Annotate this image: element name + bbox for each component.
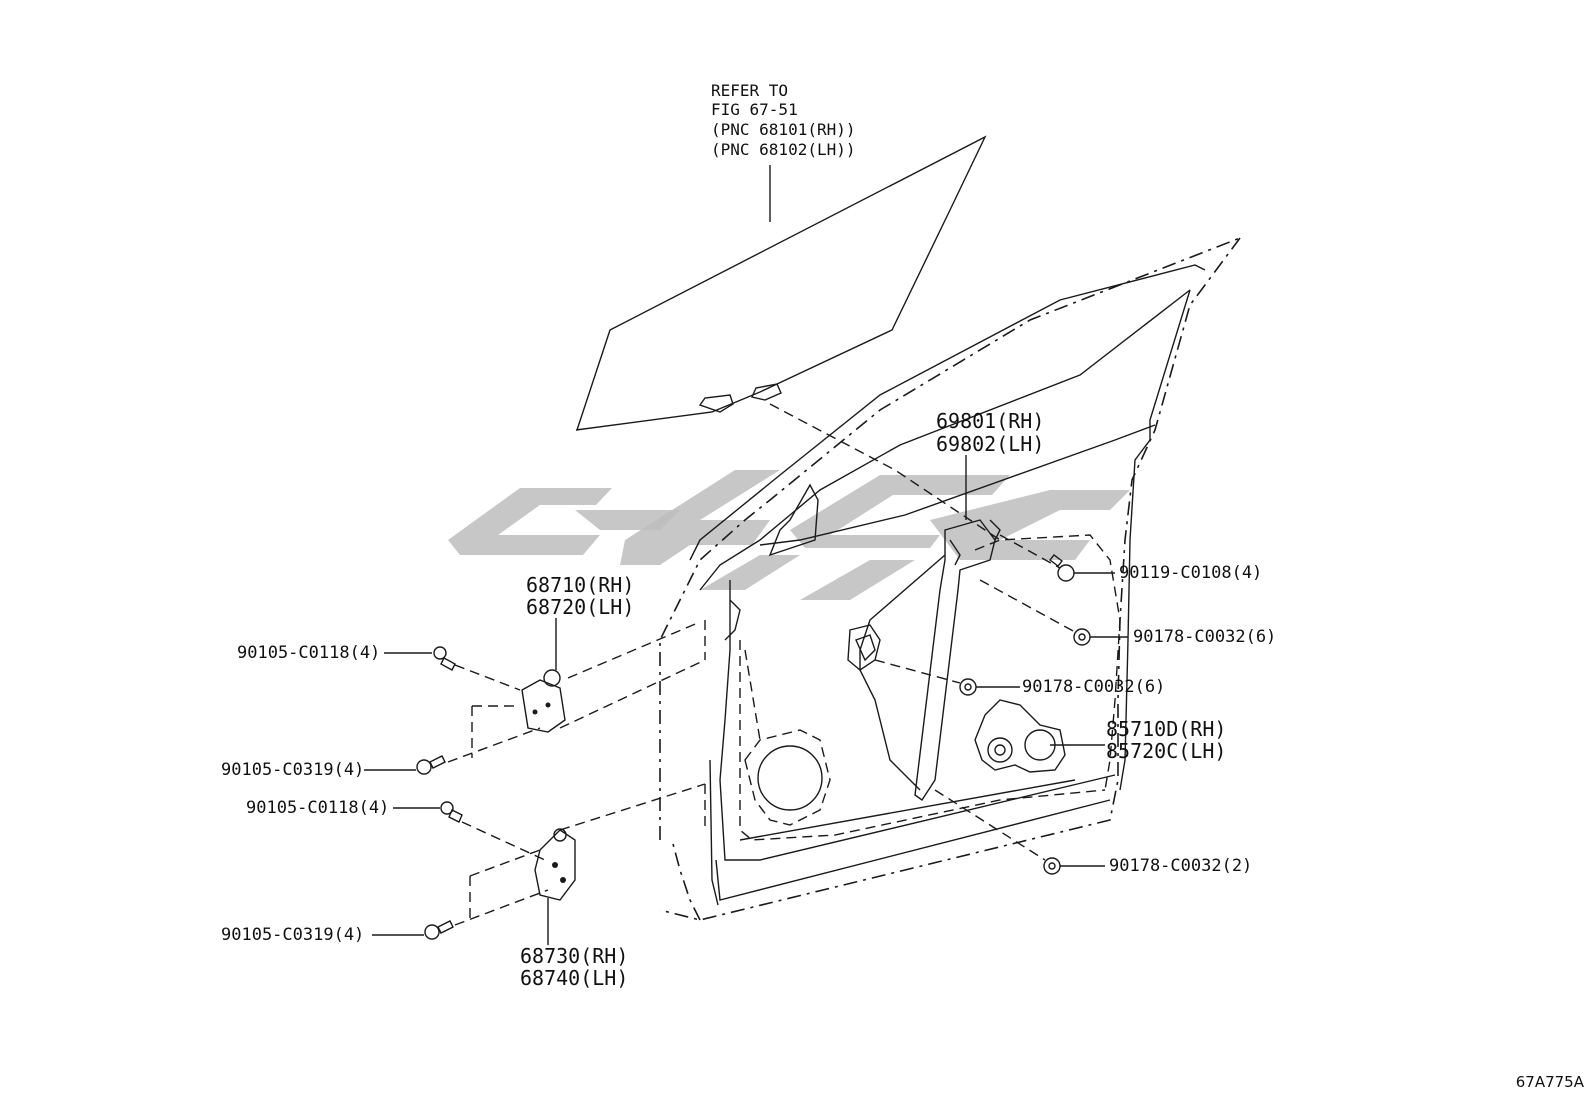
refer-note-line4: (PNC 68102(LH)) [711, 140, 856, 159]
upper-hinge [521, 618, 566, 733]
bolt-upper-2 [364, 755, 446, 775]
lower-hinge [534, 828, 576, 945]
refer-note-line2: FIG 67-51 [711, 100, 798, 119]
callout-bolt-lower-2: 90105-C0319(4) [221, 925, 365, 945]
callout-regulator-rh: 69801(RH) [936, 409, 1045, 433]
window-glass [575, 135, 987, 431]
callout-lower-hinge-lh: 68740(LH) [520, 966, 629, 990]
callout-nut-1: 90178-C0032(6) [1133, 627, 1277, 647]
bolt-upper-1 [384, 646, 456, 671]
callout-motor-rh: 85710D(RH) [1106, 717, 1227, 741]
assembly-lines [447, 403, 1076, 926]
callout-lower-hinge-rh: 68730(RH) [520, 944, 629, 968]
window-regulator [847, 455, 1001, 801]
figure-id: 67A775A [1515, 1073, 1584, 1091]
bolt-lower-1 [393, 801, 463, 823]
callout-motor-lh: 85720C(LH) [1106, 739, 1227, 763]
refer-note-line3: (PNC 68101(RH)) [711, 120, 856, 139]
callout-bolt-upper-1: 90105-C0118(4) [237, 643, 381, 663]
callout-bolt-regulator: 90119-C0108(4) [1119, 563, 1263, 583]
door-frame [689, 264, 1206, 906]
watermark-logo [448, 470, 1130, 600]
callout-upper-hinge-lh: 68720(LH) [526, 595, 635, 619]
regulator-motor [974, 699, 1105, 773]
bolt-lower-2 [372, 920, 454, 940]
callout-nut-2: 90178-C0032(6) [1022, 677, 1166, 697]
door-panel-inner [739, 534, 1121, 841]
nut-3 [1043, 857, 1105, 875]
callout-upper-hinge-rh: 68710(RH) [526, 573, 635, 597]
callout-nut-3: 90178-C0032(2) [1109, 856, 1253, 876]
callout-regulator-lh: 69802(LH) [936, 432, 1045, 456]
door-outline [659, 237, 1241, 921]
nut-2 [959, 678, 1020, 696]
bolt-regulator [1049, 554, 1115, 582]
refer-note-line1: REFER TO [711, 81, 789, 100]
callout-bolt-lower-1: 90105-C0118(4) [246, 798, 390, 818]
callout-bolt-upper-2: 90105-C0319(4) [221, 760, 365, 780]
nut-1 [1073, 628, 1128, 646]
